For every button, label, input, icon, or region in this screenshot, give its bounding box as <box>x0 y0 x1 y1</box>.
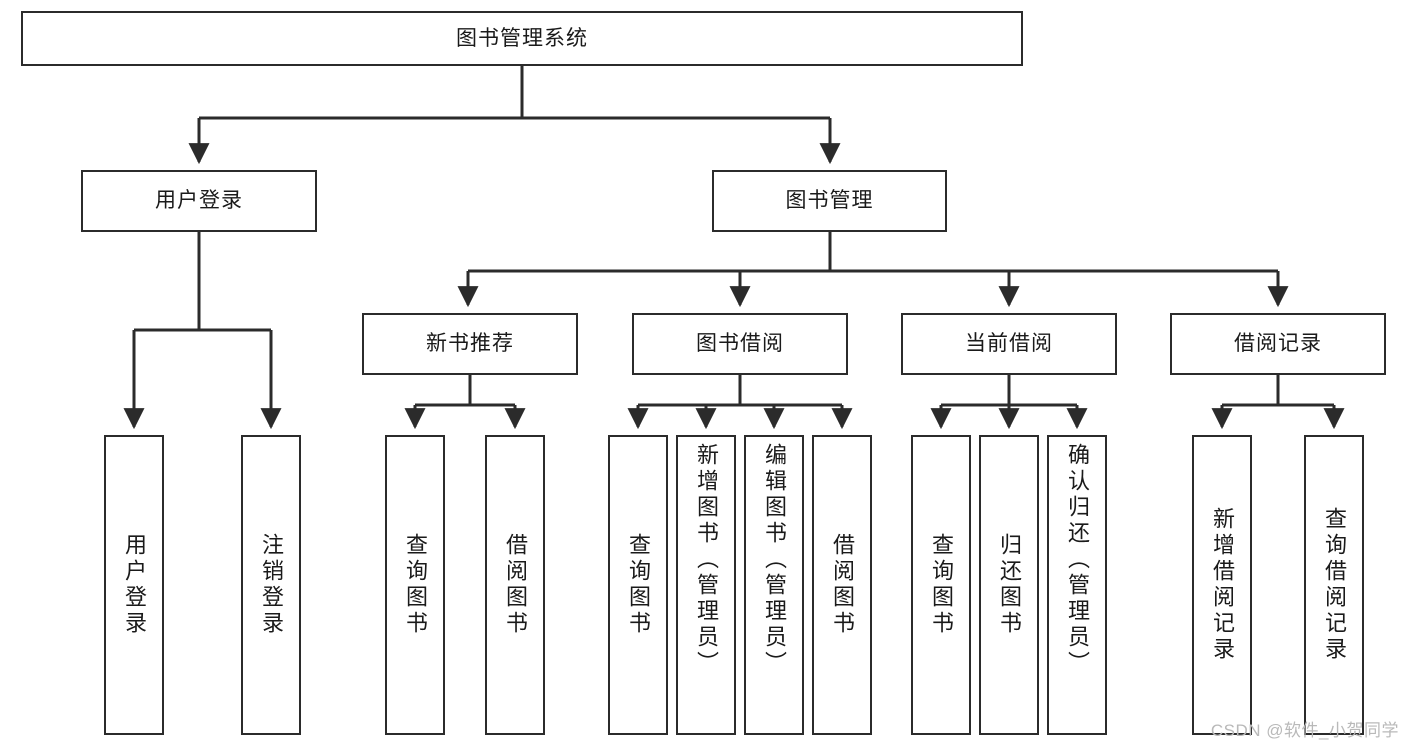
node-label: 借阅记录 <box>1234 332 1322 356</box>
leaf-add-book-admin[interactable]: 新增图书（管理员） <box>676 435 736 735</box>
leaf-query-borrow-record[interactable]: 查询借阅记录 <box>1304 435 1364 735</box>
leaf-return-book[interactable]: 归还图书 <box>979 435 1039 735</box>
leaf-add-borrow-record[interactable]: 新增借阅记录 <box>1192 435 1252 735</box>
node-label: 新增图书（管理员） <box>694 443 719 677</box>
leaf-edit-book-admin[interactable]: 编辑图书（管理员） <box>744 435 804 735</box>
leaf-borrow-book[interactable]: 借阅图书 <box>812 435 872 735</box>
node-label: 确认归还（管理员） <box>1065 443 1090 677</box>
leaf-confirm-return-admin[interactable]: 确认归还（管理员） <box>1047 435 1107 735</box>
leaf-user-logout[interactable]: 注销登录 <box>241 435 301 735</box>
leaf-user-login[interactable]: 用户登录 <box>104 435 164 735</box>
node-book-management[interactable]: 图书管理 <box>712 170 947 232</box>
node-label: 借阅图书 <box>830 533 855 637</box>
node-label: 注销登录 <box>259 533 284 637</box>
node-label: 查询图书 <box>929 533 954 637</box>
node-label: 图书管理系统 <box>456 26 588 50</box>
node-label: 编辑图书（管理员） <box>762 443 787 677</box>
node-label: 查询借阅记录 <box>1322 507 1347 663</box>
node-label: 图书管理 <box>785 189 874 213</box>
node-label: 当前借阅 <box>965 332 1053 356</box>
node-label: 归还图书 <box>997 533 1022 637</box>
node-label: 图书借阅 <box>696 332 784 356</box>
node-book-borrow[interactable]: 图书借阅 <box>632 313 848 375</box>
node-label: 新增借阅记录 <box>1210 507 1235 663</box>
node-label: 新书推荐 <box>426 332 514 356</box>
node-current-borrow[interactable]: 当前借阅 <box>901 313 1117 375</box>
node-borrow-record[interactable]: 借阅记录 <box>1170 313 1386 375</box>
leaf-query-book-borrow[interactable]: 查询图书 <box>608 435 668 735</box>
node-label: 用户登录 <box>122 533 147 637</box>
leaf-query-book-current[interactable]: 查询图书 <box>911 435 971 735</box>
node-label: 借阅图书 <box>503 533 528 637</box>
node-user-login[interactable]: 用户登录 <box>81 170 317 232</box>
leaf-borrow-book-recommend[interactable]: 借阅图书 <box>485 435 545 735</box>
node-label: 查询图书 <box>403 533 428 637</box>
node-new-book-recommend[interactable]: 新书推荐 <box>362 313 578 375</box>
node-label: 用户登录 <box>155 189 243 213</box>
node-root-system[interactable]: 图书管理系统 <box>21 11 1023 66</box>
node-label: 查询图书 <box>626 533 651 637</box>
leaf-query-book-recommend[interactable]: 查询图书 <box>385 435 445 735</box>
